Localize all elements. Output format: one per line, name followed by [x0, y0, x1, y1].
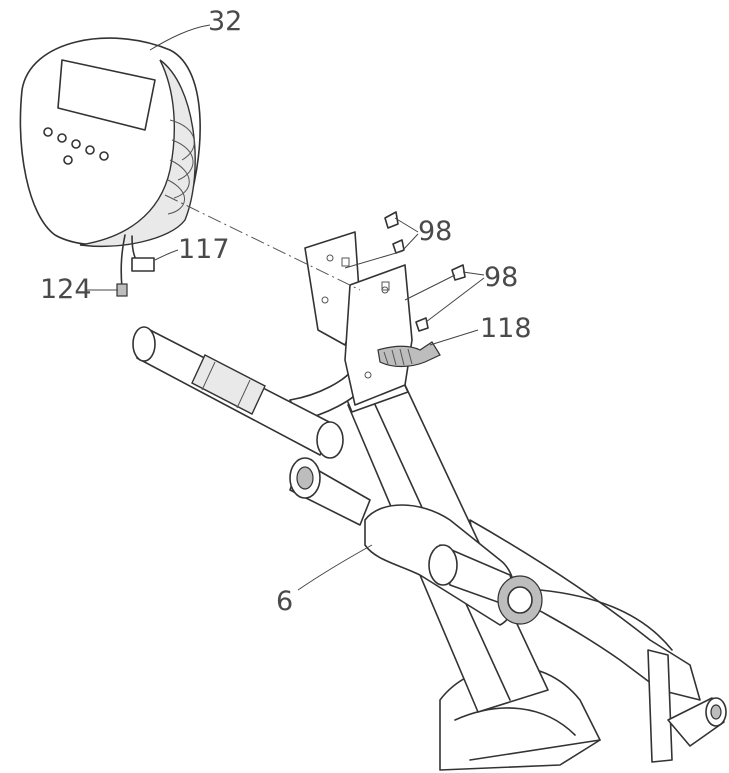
- console-button-1[interactable]: [43, 127, 53, 137]
- screw-set: [384, 211, 466, 332]
- leader-98-lower: [404, 271, 485, 323]
- callout-118: 118: [480, 313, 532, 344]
- handlebar-left-end: [132, 326, 156, 362]
- screw-lower-b: [415, 317, 429, 332]
- leader-118: [429, 329, 479, 346]
- console-button-2[interactable]: [57, 133, 67, 143]
- console-display: [57, 59, 156, 131]
- grip-seams: [201, 361, 251, 409]
- bracket-slot-2: [381, 281, 390, 291]
- right-end-cap-inner: [710, 704, 722, 720]
- cable-plug-117: [131, 257, 155, 272]
- bracket-slot-1: [341, 257, 350, 267]
- wire-plug-124: [116, 283, 128, 297]
- handlebar-right-end: [316, 421, 344, 459]
- callout-labels: 32 117 124 98 98 118 6: [40, 6, 532, 617]
- console-button-4[interactable]: [85, 145, 95, 155]
- callout-32: 32: [208, 6, 242, 37]
- left-pivot-cap: [428, 544, 458, 586]
- console-button-6[interactable]: [63, 155, 73, 165]
- console-button-5[interactable]: [99, 151, 109, 161]
- bracket-hole-1: [326, 254, 334, 262]
- harness-coils: [383, 348, 413, 366]
- screw-upper-b: [392, 239, 405, 254]
- frame-arm-edge: [539, 589, 673, 651]
- callout-98-upper: 98: [418, 216, 452, 247]
- leader-6: [297, 544, 373, 591]
- frame-assembly: [132, 231, 727, 771]
- connector-part: [377, 341, 441, 368]
- leader-98-upper: [344, 217, 419, 269]
- handlebar-grip-center: [191, 354, 266, 415]
- callout-98-lower: 98: [484, 262, 518, 293]
- right-pivot-bolt: [507, 586, 533, 614]
- bracket-hole-4: [364, 371, 372, 379]
- callout-124: 124: [40, 274, 92, 305]
- console-cable-coil: [167, 119, 195, 215]
- leader-32: [149, 24, 211, 51]
- callout-117: 117: [178, 234, 230, 265]
- screw-upper-a: [384, 211, 399, 229]
- console-part: [19, 37, 201, 297]
- sensor-wire: [120, 234, 126, 289]
- base-housing-edge: [454, 707, 576, 736]
- bracket-hole-2: [321, 296, 329, 304]
- leader-117: [154, 249, 179, 261]
- callout-6: 6: [276, 586, 293, 617]
- assembly-centerline: [164, 194, 361, 291]
- screw-lower-a: [451, 264, 466, 281]
- rear-frame-upright: [647, 649, 673, 763]
- lower-handle-cap-inner: [296, 466, 314, 490]
- right-mount-bracket: [344, 264, 413, 406]
- leader-lines: [85, 24, 485, 591]
- base-housing-lower-edge: [469, 739, 601, 761]
- console-button-3[interactable]: [71, 139, 81, 149]
